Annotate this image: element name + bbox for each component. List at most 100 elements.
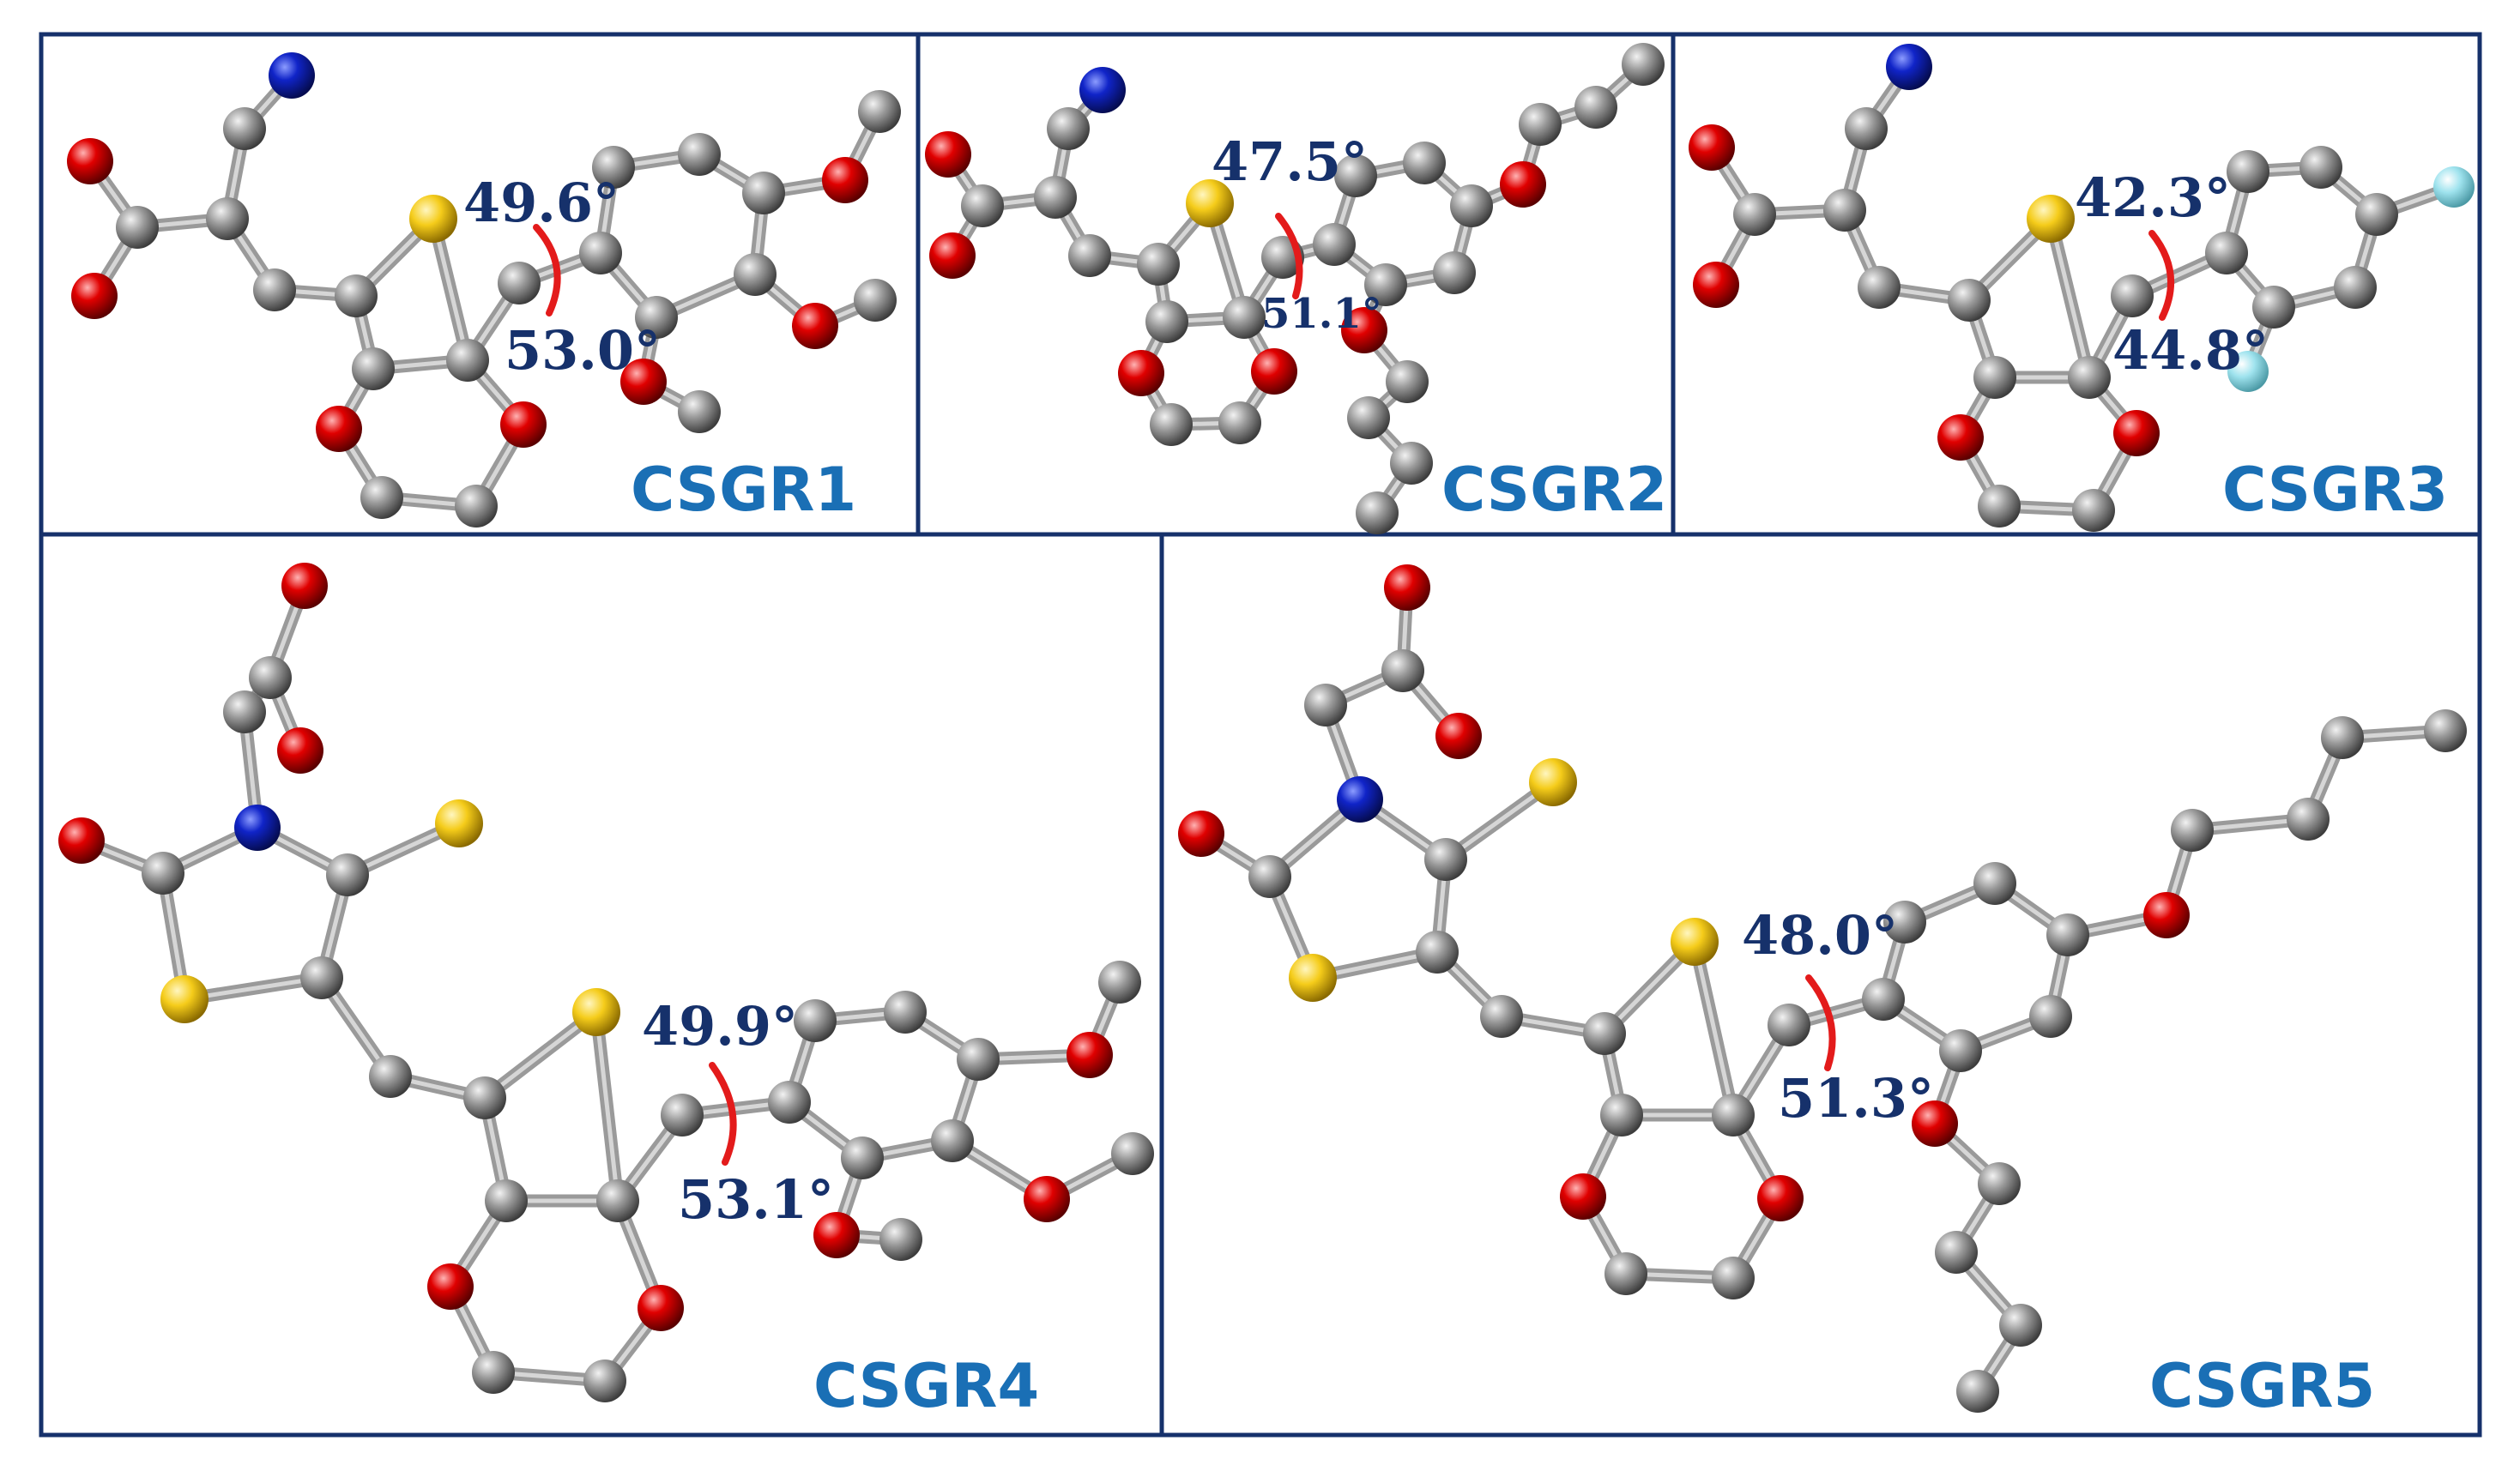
csgr3-carbon-atom-9 [1973, 356, 2016, 399]
csgr5-sulfur-atom-10 [1529, 758, 1577, 806]
csgr3-oxygen-atom-12 [1937, 414, 1984, 461]
csgr3-carbon-atom-15 [2072, 489, 2115, 532]
csgr3-carbon-atom-10 [2068, 356, 2111, 399]
csgr1-carbon-atom-17 [592, 146, 635, 189]
csgr5-carbon-atom-20 [1712, 1257, 1755, 1299]
csgr5-carbon-atom-21 [1862, 978, 1905, 1021]
panel-label-csgr3: CSGR3 [2222, 455, 2448, 525]
csgr1-oxygen-atom-22 [822, 157, 868, 203]
csgr1-oxygen-atom-26 [620, 359, 667, 405]
csgr2-carbon-atom-18 [1403, 142, 1446, 184]
csgr4-carbon-atom-19 [472, 1351, 515, 1394]
csgr5-oxygen-atom-18 [1757, 1175, 1804, 1221]
csgr5-oxygen-atom-0 [1384, 564, 1430, 611]
csgr3-carbon-atom-2 [1733, 193, 1776, 236]
csgr5-carbon-atom-3 [1304, 684, 1347, 726]
csgr2-carbon-atom-14 [1150, 403, 1193, 446]
csgr4-carbon-atom-11 [369, 1055, 412, 1098]
csgr4-oxygen-atom-0 [281, 563, 328, 609]
csgr5-oxygen-atom-17 [1560, 1173, 1606, 1220]
angle-label-csgr3-lower: 44.8° [2112, 319, 2269, 382]
csgr4-carbon-atom-26 [841, 1136, 884, 1179]
angle-label-csgr2-lower: 51.1° [1261, 290, 1382, 338]
csgr2-carbon-atom-6 [1068, 234, 1111, 277]
angle-label-csgr2-upper: 47.5° [1212, 130, 1368, 193]
csgr3-carbon-atom-4 [1845, 107, 1888, 150]
csgr5-nitrogen-atom-4 [1337, 776, 1383, 823]
csgr4-carbon-atom-23 [884, 991, 927, 1034]
csgr2-carbon-atom-19 [1450, 184, 1493, 227]
csgr2-carbon-atom-23 [1519, 103, 1562, 146]
csgr4-carbon-atom-20 [583, 1360, 626, 1402]
csgr4-carbon-atom-24 [957, 1038, 1000, 1081]
csgr2-carbon-atom-7 [1137, 243, 1180, 286]
panel-label-csgr2: CSGR2 [1441, 455, 1667, 525]
csgr1-carbon-atom-3 [206, 197, 249, 240]
csgr1-sulfur-atom-8 [409, 195, 457, 243]
csgr4-oxygen-atom-18 [638, 1285, 684, 1331]
csgr5-carbon-atom-28 [2171, 809, 2214, 852]
csgr2-oxygen-atom-1 [929, 232, 976, 279]
csgr2-carbon-atom-15 [1218, 401, 1261, 444]
angle-label-csgr4-lower: 53.1° [678, 1168, 834, 1231]
panel-label-csgr4: CSGR4 [813, 1351, 1039, 1421]
csgr2-carbon-atom-17 [1334, 154, 1377, 197]
atom-layer [58, 43, 2475, 1413]
csgr5-carbon-atom-12 [1583, 1012, 1626, 1055]
csgr5-carbon-atom-30 [2321, 716, 2364, 759]
csgr4-carbon-atom-12 [463, 1076, 506, 1119]
csgr2-carbon-atom-2 [961, 184, 1004, 227]
csgr3-oxygen-atom-1 [1693, 262, 1739, 308]
csgr4-carbon-atom-22 [794, 999, 837, 1042]
csgr1-carbon-atom-7 [335, 274, 378, 317]
csgr2-carbon-atom-30 [1356, 491, 1399, 534]
csgr2-sulfur-atom-8 [1186, 179, 1234, 227]
csgr3-carbon-atom-19 [2355, 193, 2398, 236]
csgr2-oxygen-atom-22 [1500, 161, 1546, 208]
panel-label-csgr5: CSGR5 [2149, 1351, 2375, 1421]
csgr1-carbon-atom-15 [455, 485, 498, 528]
csgr4-carbon-atom-21 [768, 1081, 811, 1124]
csgr3-carbon-atom-18 [2299, 146, 2342, 189]
csgr1-carbon-atom-6 [253, 268, 296, 311]
dihedral-arc-csgr1 [533, 224, 561, 317]
csgr5-carbon-atom-29 [2287, 798, 2330, 841]
angle-label-csgr4-upper: 49.9° [642, 995, 798, 1058]
csgr4-oxygen-atom-2 [277, 727, 323, 774]
csgr1-oxygen-atom-0 [67, 138, 113, 184]
csgr5-carbon-atom-24 [2046, 913, 2089, 956]
csgr2-oxygen-atom-13 [1251, 348, 1297, 395]
csgr1-carbon-atom-10 [446, 339, 489, 382]
csgr1-nitrogen-atom-5 [269, 52, 315, 99]
csgr1-oxygen-atom-1 [71, 273, 118, 319]
csgr5-oxygen-atom-5 [1178, 811, 1224, 857]
csgr2-nitrogen-atom-5 [1079, 67, 1126, 113]
csgr5-carbon-atom-35 [1999, 1304, 2042, 1347]
csgr2-carbon-atom-25 [1622, 43, 1665, 86]
csgr4-nitrogen-atom-4 [234, 805, 281, 851]
csgr1-carbon-atom-14 [360, 476, 403, 519]
csgr1-carbon-atom-2 [116, 206, 159, 249]
csgr5-carbon-atom-33 [1978, 1162, 2021, 1205]
csgr1-carbon-atom-20 [734, 253, 777, 296]
csgr4-carbon-atom-3 [223, 690, 266, 733]
csgr5-carbon-atom-9 [1424, 838, 1467, 881]
csgr2-oxygen-atom-12 [1118, 350, 1164, 396]
panel-frame-csgr4 [39, 532, 1164, 1438]
csgr1-bond-10 [431, 216, 470, 363]
csgr4-oxygen-atom-31 [813, 1212, 860, 1258]
csgr2-carbon-atom-20 [1433, 251, 1476, 294]
csgr4-oxygen-atom-5 [58, 817, 105, 864]
csgr5-oxygen-atom-2 [1435, 713, 1482, 759]
csgr1-carbon-atom-21 [635, 296, 678, 339]
csgr1-carbon-atom-9 [352, 347, 395, 390]
csgr5-carbon-atom-25 [2029, 995, 2072, 1038]
csgr2-carbon-atom-3 [1034, 176, 1077, 219]
angle-label-csgr5-lower: 51.3° [1778, 1067, 1934, 1130]
csgr3-sulfur-atom-8 [2027, 195, 2075, 243]
csgr4-carbon-atom-8 [300, 956, 343, 999]
csgr4-carbon-atom-1 [249, 656, 292, 699]
csgr5-carbon-atom-36 [1956, 1370, 1999, 1413]
csgr3-fluorine-atom-23 [2227, 351, 2269, 392]
